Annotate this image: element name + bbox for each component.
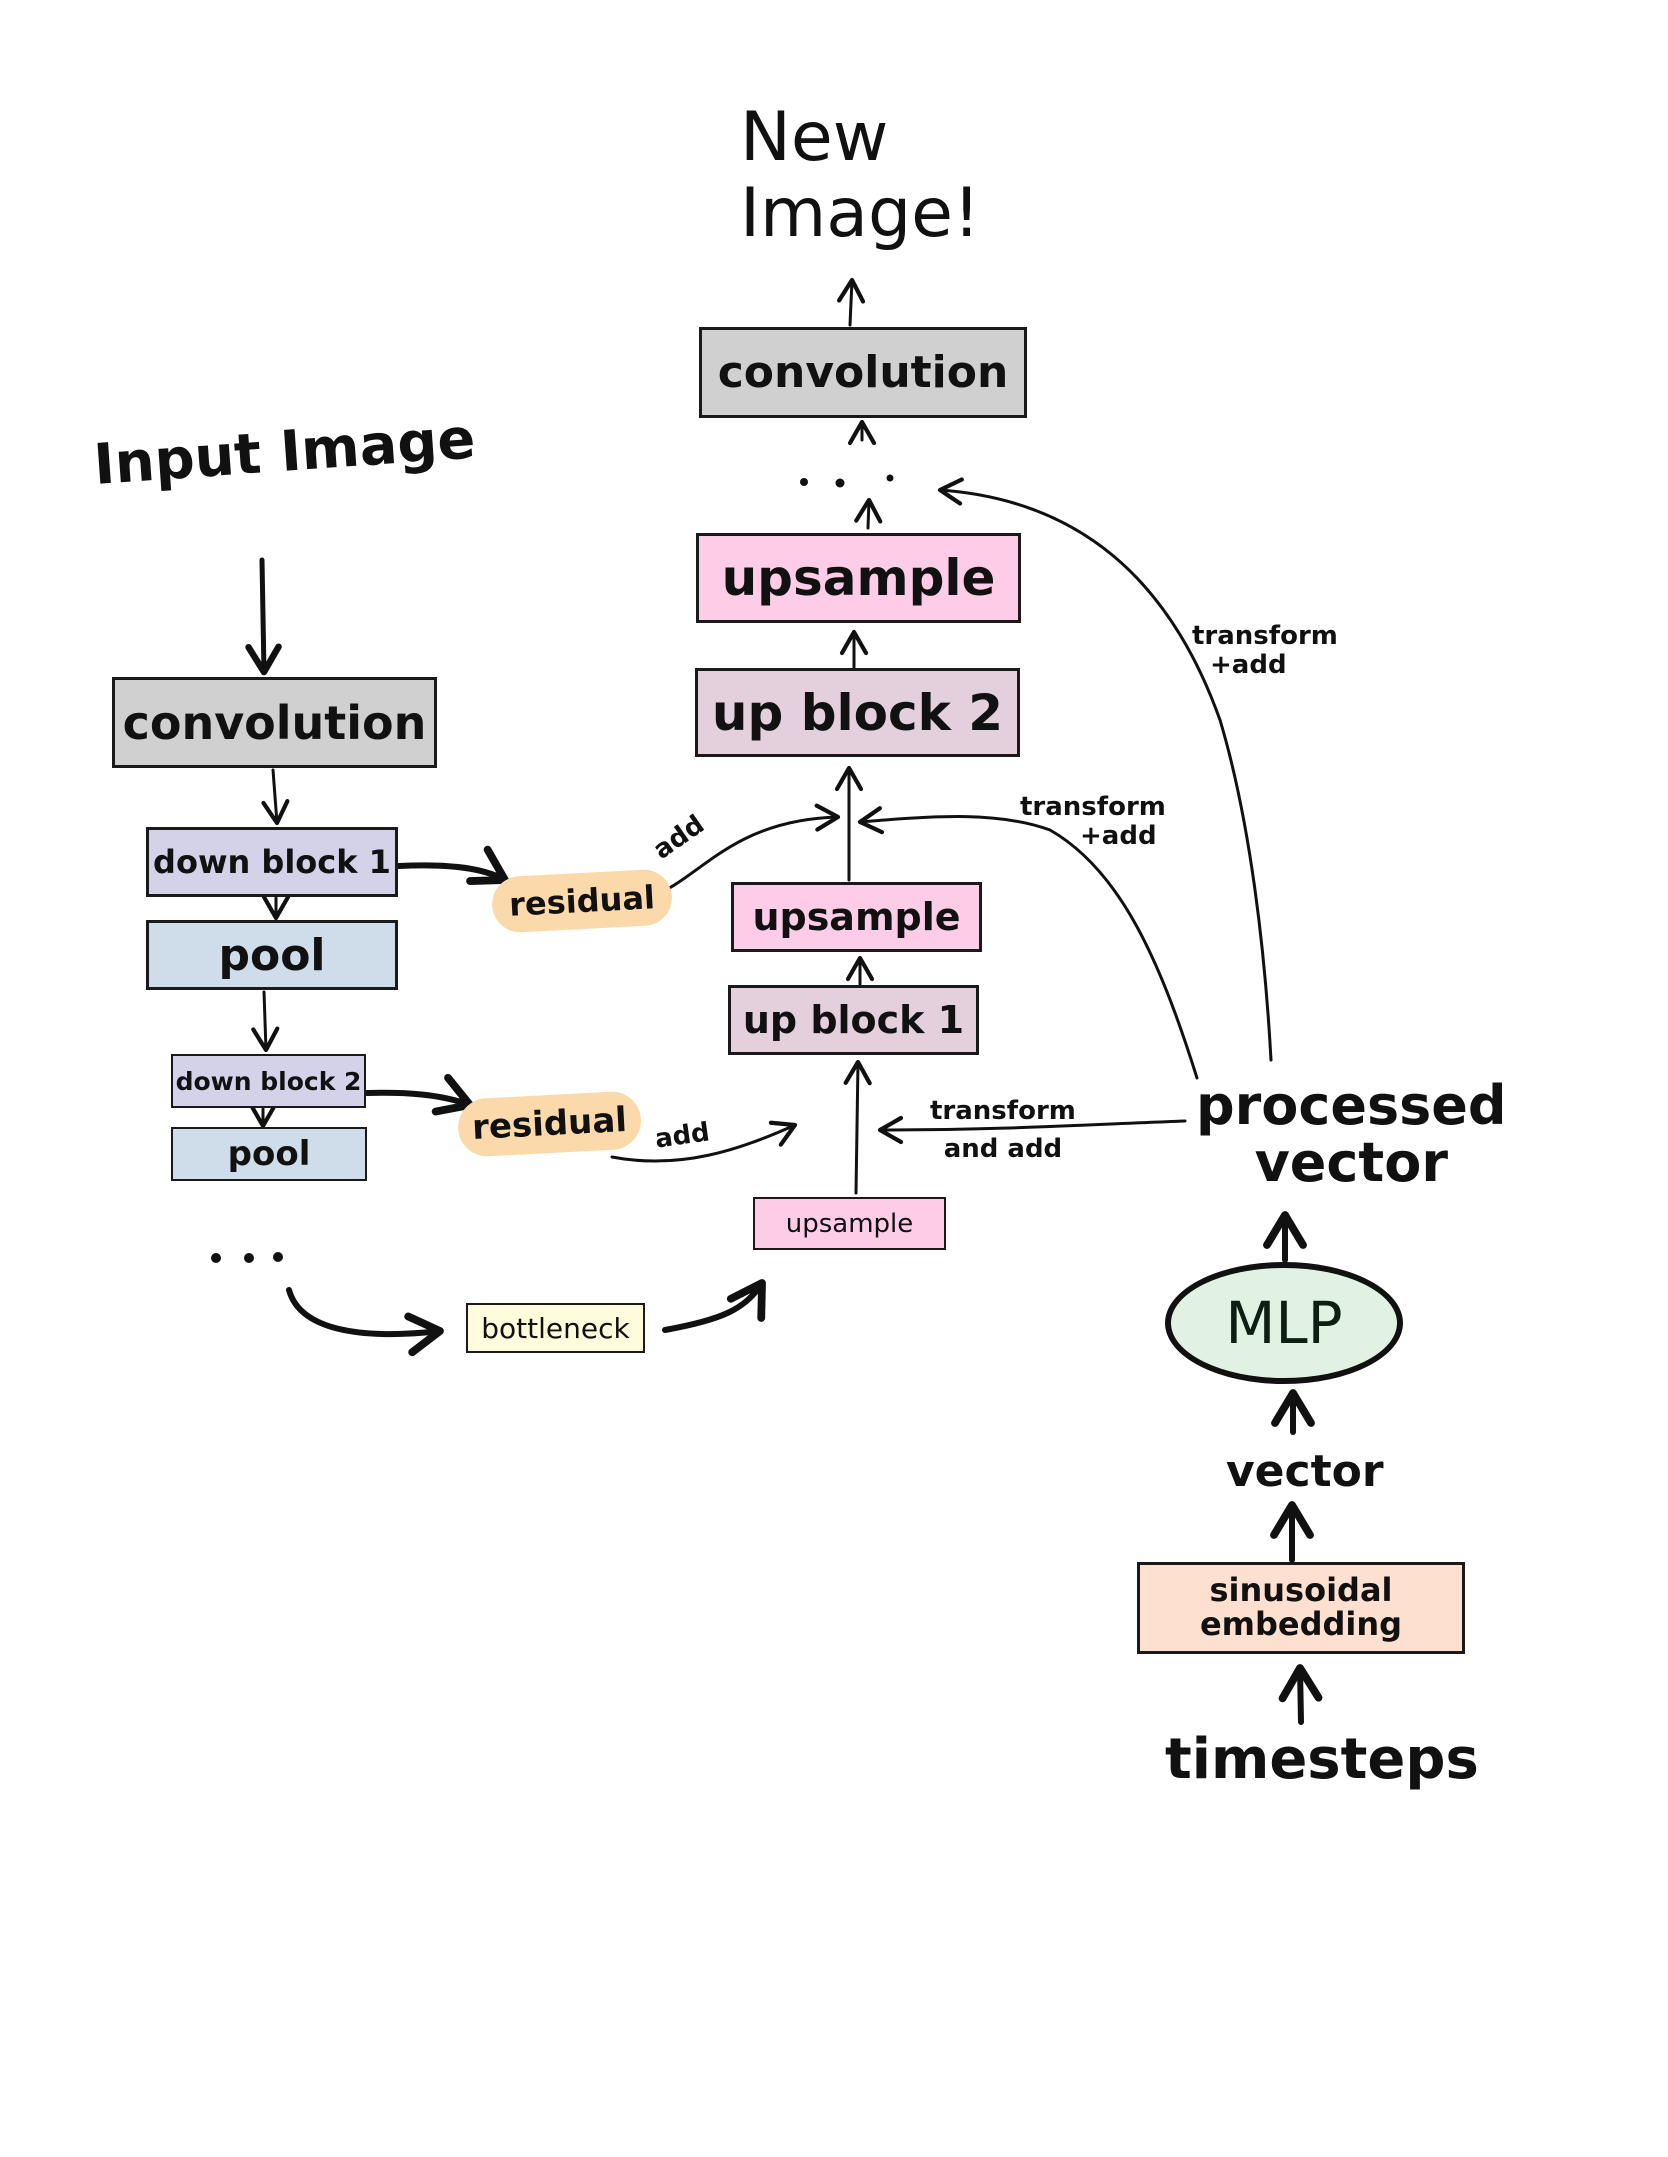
- timesteps-label: timesteps: [1165, 1727, 1479, 1792]
- arrow-down1-to-residual1: [396, 845, 509, 885]
- arrow-bottleneck-to-upsample: [662, 1279, 766, 1333]
- encoder-dot: [244, 1253, 254, 1263]
- up-block-1-label: up block 1: [742, 998, 965, 1042]
- upsample-top-box[interactable]: upsample: [696, 533, 1021, 623]
- processed-vector-line2: vector: [1254, 1130, 1448, 1194]
- upsample-mid-box[interactable]: upsample: [731, 882, 982, 952]
- mlp-node[interactable]: MLP: [1165, 1262, 1403, 1384]
- transform-add-top-label: transform +add: [1192, 622, 1338, 679]
- output-label: New Image!: [740, 98, 981, 254]
- arrow-ellipsis-to-bottleneck: [286, 1287, 444, 1357]
- arrow-processed-to-upblock2: [857, 806, 1199, 1080]
- mlp-label: MLP: [1225, 1289, 1343, 1357]
- output-label-line2: Image!: [740, 174, 981, 254]
- down-block-1-label: down block 1: [153, 843, 391, 881]
- pool-2-label: pool: [227, 1134, 311, 1174]
- decoder-dot: [835, 478, 845, 488]
- bottleneck-label: bottleneck: [481, 1311, 630, 1345]
- down-block-2-label: down block 2: [175, 1066, 362, 1096]
- sinusoidal-line1: sinusoidal: [1209, 1571, 1393, 1610]
- arrow-input-to-conv: [245, 557, 282, 676]
- vector-label: vector: [1226, 1446, 1384, 1497]
- output-label-line1: New: [740, 98, 889, 177]
- arrow-upsample-to-upblock1: [843, 1059, 872, 1195]
- decoder-dot: [886, 474, 894, 482]
- decoder-dot: [800, 478, 808, 486]
- residual-1-pill[interactable]: residual: [490, 868, 674, 934]
- add-label-2: add: [653, 1117, 712, 1155]
- arrow-conv-to-down1: [261, 768, 290, 826]
- transform-add-mid-line2: +add: [1080, 820, 1157, 851]
- up-block-1-box[interactable]: up block 1: [728, 985, 979, 1055]
- upsample-mid-label: upsample: [752, 895, 961, 939]
- residual-1-label: residual: [508, 878, 656, 924]
- processed-vector-label: processed vector: [1196, 1074, 1507, 1194]
- upsample-bottom-box[interactable]: upsample: [753, 1197, 946, 1250]
- transform-add-top-line1: transform: [1192, 621, 1338, 651]
- encoder-dot: [273, 1252, 283, 1262]
- transform-add-mid-label: transform +add: [1020, 793, 1166, 850]
- pool-1-box[interactable]: pool: [146, 920, 398, 990]
- pool-1-label: pool: [218, 929, 326, 981]
- transform-add-mid-line1: transform: [1020, 792, 1166, 822]
- pool-2-box[interactable]: pool: [171, 1127, 367, 1181]
- processed-vector-line1: processed: [1196, 1074, 1507, 1137]
- decoder-convolution-box[interactable]: convolution: [699, 327, 1027, 418]
- transform-and-add-line2: and add: [943, 1133, 1063, 1164]
- arrow-pool1-to-down2: [251, 990, 280, 1053]
- decoder-convolution-label: convolution: [717, 347, 1009, 398]
- up-block-2-box[interactable]: up block 2: [695, 668, 1020, 757]
- sinusoidal-embedding-box[interactable]: sinusoidal embedding: [1137, 1562, 1465, 1654]
- arrow-upsample-top-to-dots: [854, 497, 883, 530]
- encoder-dot: [211, 1253, 221, 1263]
- transform-and-add-label: transform and add: [930, 1093, 1076, 1168]
- down-block-1-box[interactable]: down block 1: [146, 827, 398, 897]
- sinusoidal-line2: embedding: [1199, 1605, 1403, 1643]
- upsample-bottom-label: upsample: [785, 1208, 914, 1239]
- decoder-ellipsis: [800, 474, 894, 488]
- residual-2-pill[interactable]: residual: [456, 1090, 643, 1158]
- arrow-processed-to-dots: [937, 477, 1273, 1062]
- arrow-timesteps-to-sinusoidal: [1278, 1664, 1323, 1725]
- transform-add-top-line2: +add: [1210, 649, 1287, 680]
- encoder-ellipsis: [211, 1252, 283, 1263]
- encoder-convolution-box[interactable]: convolution: [112, 677, 437, 768]
- up-block-2-label: up block 2: [711, 683, 1004, 742]
- upsample-top-label: upsample: [721, 549, 996, 607]
- residual-2-label: residual: [471, 1099, 628, 1149]
- down-block-2-box[interactable]: down block 2: [171, 1054, 366, 1108]
- arrow-residual2-add: [610, 1120, 798, 1163]
- arrow-down2-to-residual2: [364, 1073, 474, 1116]
- arrow-conv-to-output: [836, 277, 866, 327]
- arrow-processed-to-upblock1: [877, 1115, 1187, 1145]
- bottleneck-box[interactable]: bottleneck: [466, 1303, 645, 1353]
- encoder-convolution-label: convolution: [122, 695, 427, 750]
- transform-and-add-line1: transform: [930, 1096, 1076, 1126]
